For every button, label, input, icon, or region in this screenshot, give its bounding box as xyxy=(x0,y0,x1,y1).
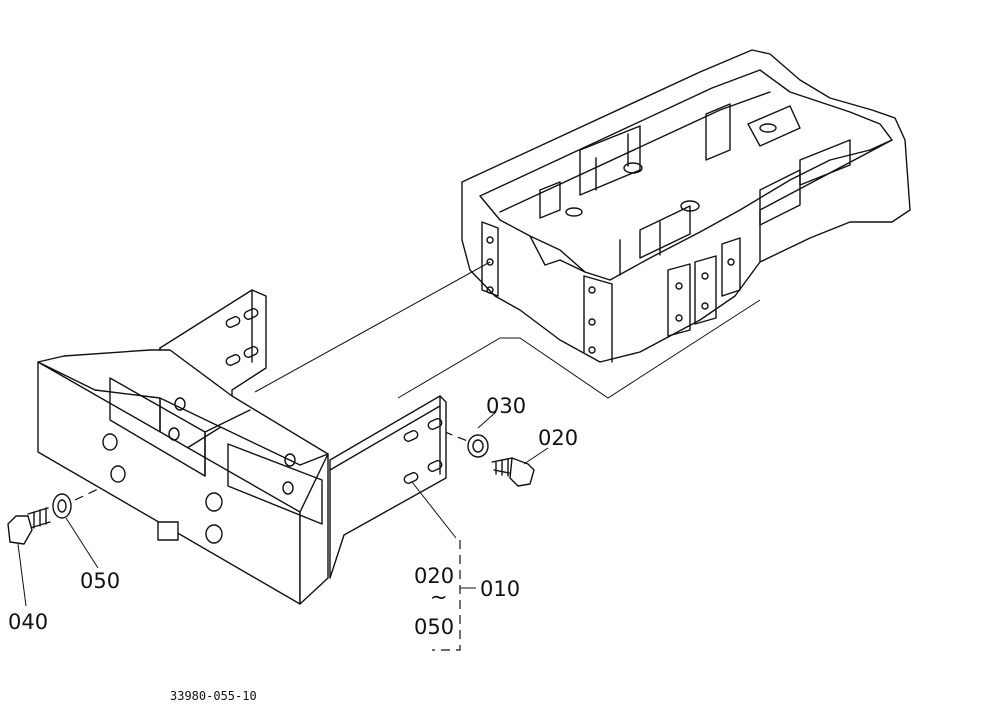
range-tilde: ~ xyxy=(430,585,448,609)
washer-part-050 xyxy=(52,493,72,519)
leader-050 xyxy=(65,517,99,569)
callout-020: 020 xyxy=(538,426,578,450)
transmission-case xyxy=(461,49,911,363)
front-bracket xyxy=(37,289,447,605)
bolt-part-020 xyxy=(491,457,535,487)
callout-030: 030 xyxy=(486,394,526,418)
leader-assembly xyxy=(411,481,457,539)
leader-030 xyxy=(477,411,497,429)
callout-040: 040 xyxy=(8,610,48,634)
bolt-part-040 xyxy=(7,507,51,545)
washer-part-030 xyxy=(467,434,489,458)
drawing-code: 33980-055-10 xyxy=(170,689,257,703)
mounting-surface-outline xyxy=(397,299,761,399)
range-end-label: 050 xyxy=(414,615,454,639)
alignment-line-upper xyxy=(254,261,491,393)
range-start-label: 020 xyxy=(414,564,454,588)
leader-040 xyxy=(17,543,27,607)
assembly-label: 010 xyxy=(480,577,520,601)
assembly-bracket xyxy=(432,540,461,651)
callout-050: 050 xyxy=(80,569,120,593)
leader-020 xyxy=(523,447,549,465)
